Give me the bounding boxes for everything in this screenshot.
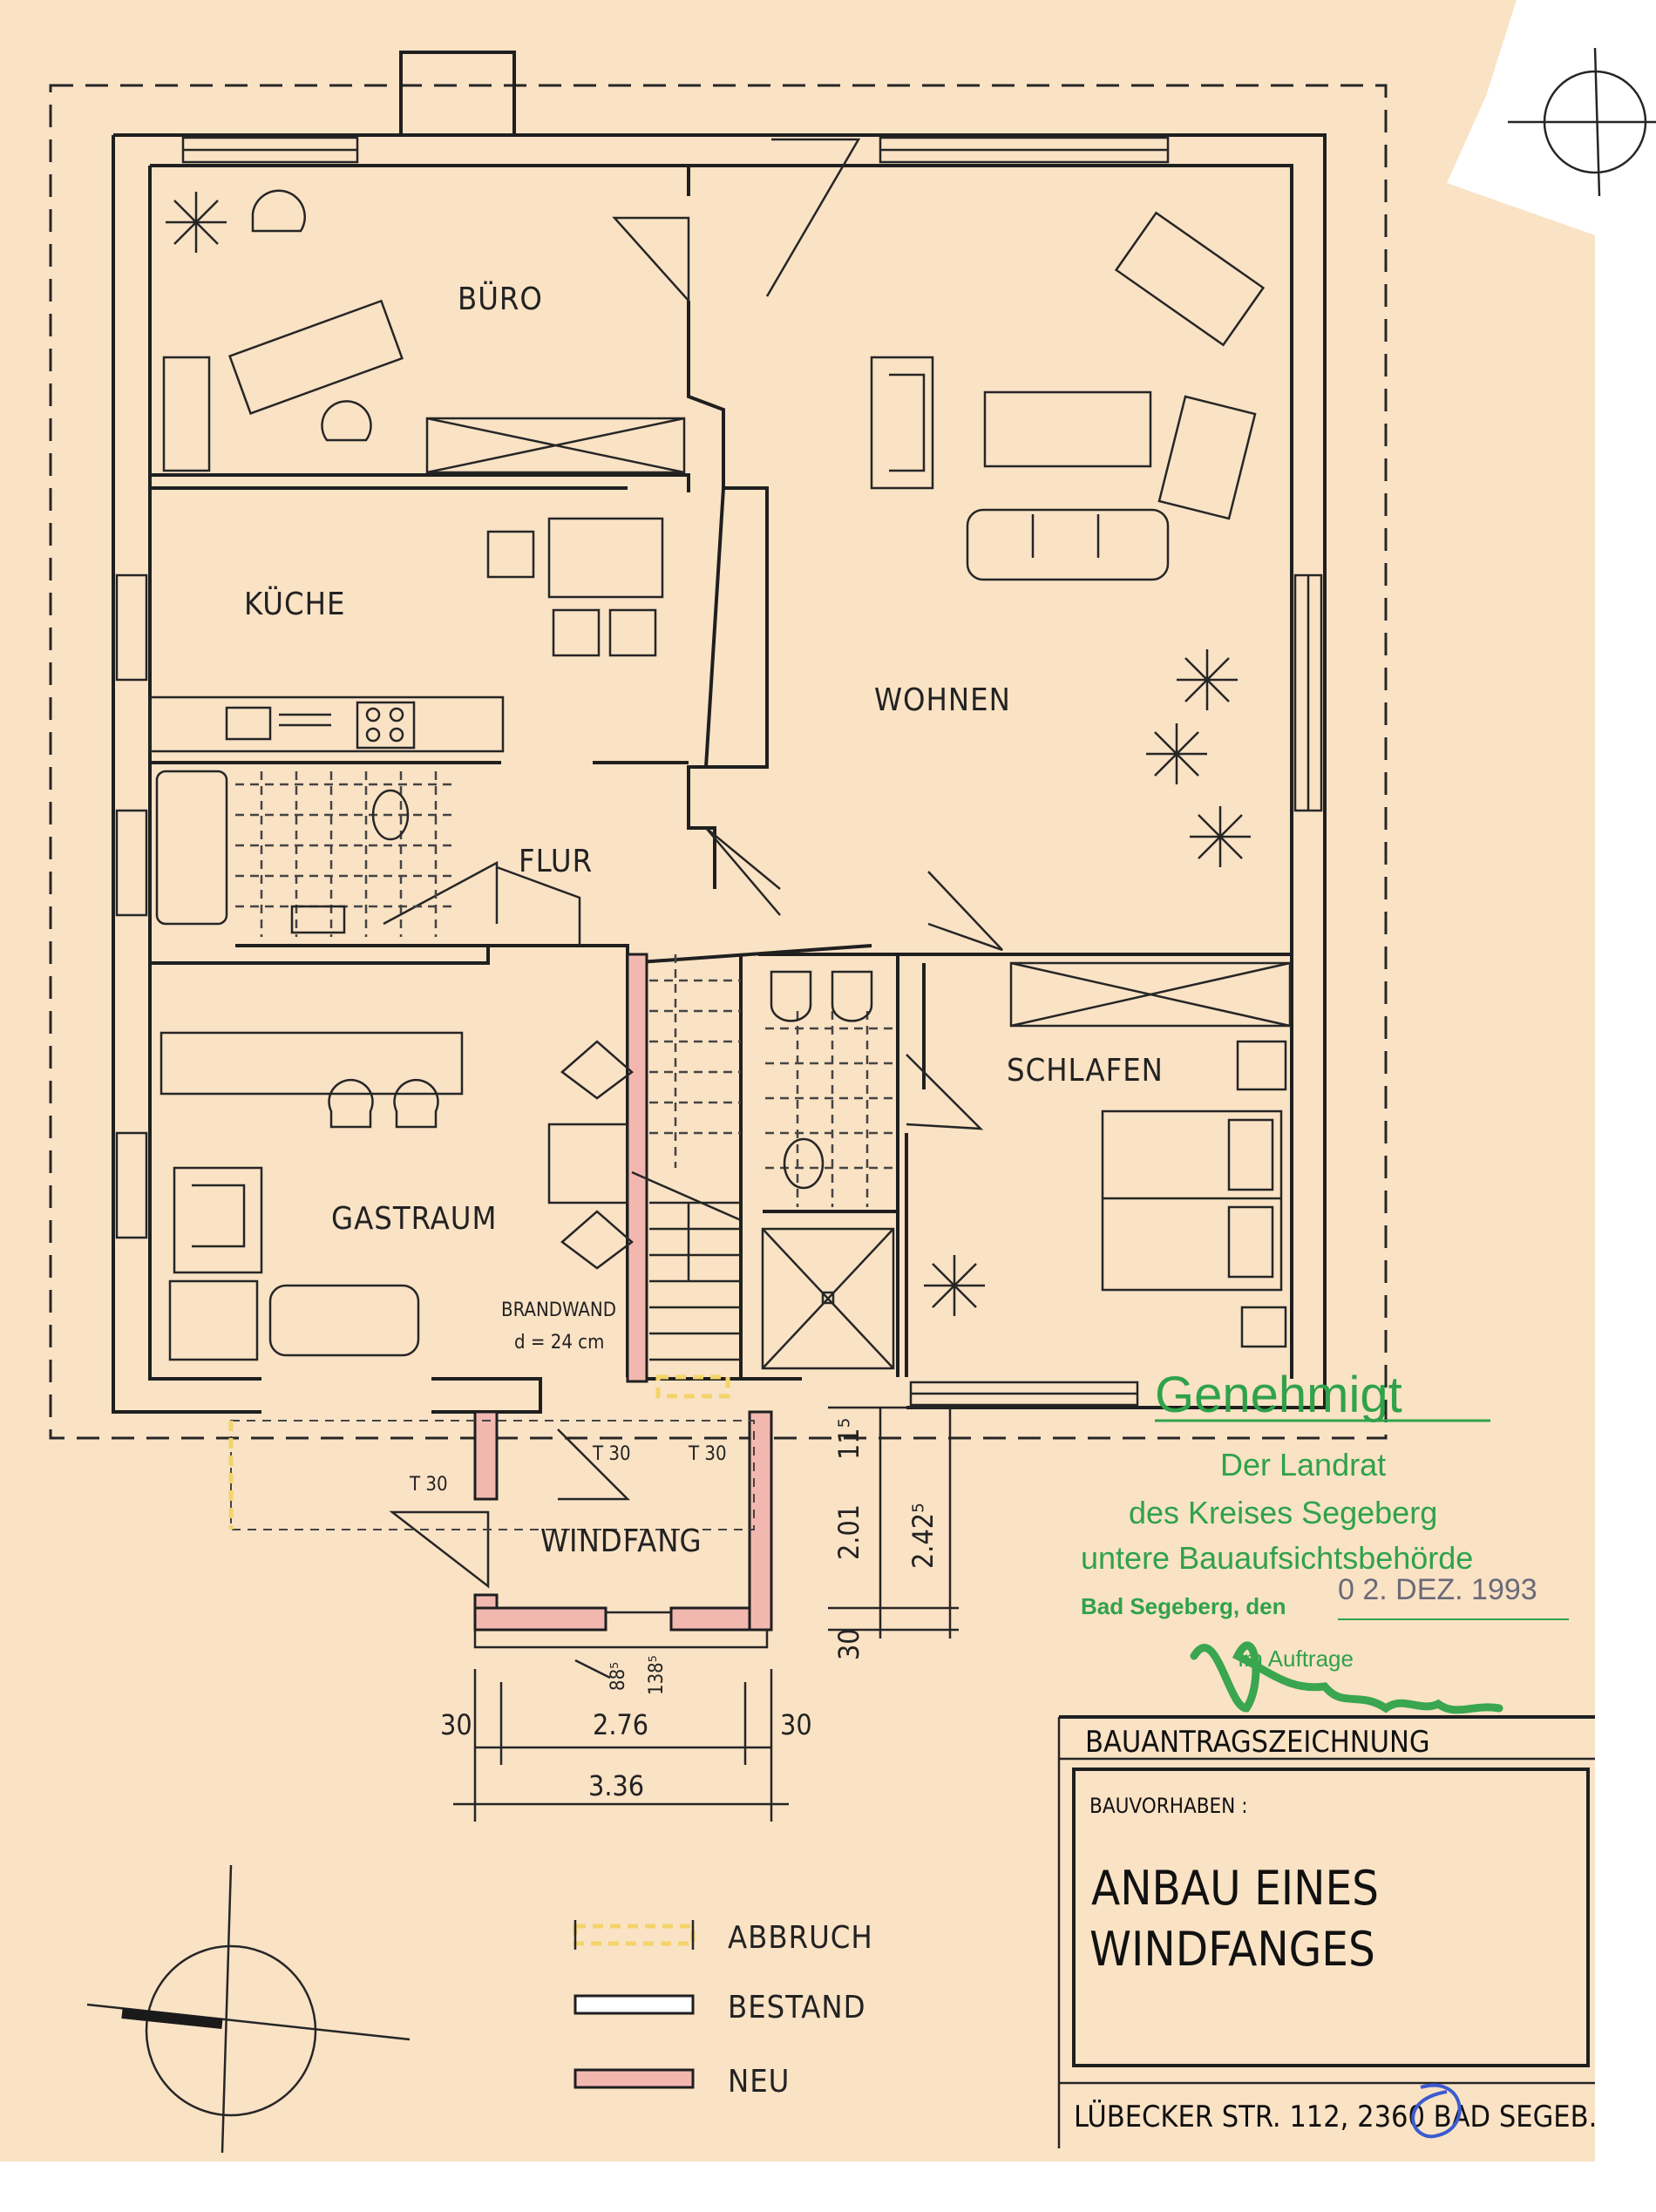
- legend: ABBRUCH BESTAND NEU: [573, 1920, 873, 2100]
- approval-stamp: Genehmigt Der Landrat des Kreises Segebe…: [1081, 1367, 1569, 1714]
- signature-graphic: [1190, 1641, 1503, 1714]
- dim-2425: 2.42⁵: [906, 1503, 940, 1569]
- dim-885: 88⁵: [607, 1662, 629, 1691]
- office-furniture: [162, 189, 686, 474]
- room-label-schlafen: SCHLAFEN: [1007, 1053, 1164, 1089]
- north-arrow-symbol: [86, 1864, 411, 2154]
- dim-30-left: 30: [440, 1708, 472, 1741]
- room-label-gastraum: GASTRAUM: [331, 1201, 497, 1237]
- legend-label-abbruch: ABBRUCH: [728, 1920, 873, 1956]
- dim-276: 2.76: [593, 1708, 648, 1741]
- titleblock-label: BAUVORHABEN :: [1089, 1794, 1247, 1818]
- stamp-title: Genehmigt: [1155, 1367, 1402, 1423]
- door-rating-left: T 30: [409, 1474, 448, 1496]
- room-label-windfang: WINDFANG: [540, 1523, 702, 1559]
- brandwand-thickness: d = 24 cm: [514, 1332, 604, 1354]
- stamp-line1: Der Landrat: [1220, 1447, 1386, 1483]
- legend-label-neu: NEU: [728, 2064, 790, 2100]
- door-rating-middle: T 30: [592, 1443, 631, 1465]
- windows: [115, 136, 1323, 1407]
- kitchen-furniture: [148, 517, 664, 753]
- legend-swatch-neu: [573, 2068, 695, 2089]
- room-label-kueche: KÜCHE: [244, 586, 345, 622]
- plant-symbols: [166, 192, 1251, 1316]
- torn-corner: [1447, 0, 1656, 253]
- stamp-date: 0 2. DEZ. 1993: [1338, 1573, 1537, 1606]
- stamp-place: Bad Segeberg, den: [1081, 1593, 1286, 1619]
- guestroom-furniture: [159, 1031, 634, 1361]
- stamp-line3: untere Bauaufsichtsbehörde: [1081, 1540, 1473, 1576]
- dim-201: 2.01: [832, 1504, 865, 1560]
- room-label-buero: BÜRO: [458, 281, 543, 317]
- doors: [383, 138, 1003, 1589]
- titleblock-project-line1: ANBAU EINES: [1091, 1861, 1379, 1916]
- titleblock-header: BAUANTRAGSZEICHNUNG: [1085, 1725, 1430, 1760]
- north-symbol-corner: [1508, 47, 1656, 197]
- room-label-flur: FLUR: [519, 844, 593, 879]
- bathroom-middle: [761, 970, 895, 1370]
- dim-1385: 138⁵: [646, 1655, 668, 1695]
- dim-115: 11⁵: [832, 1418, 865, 1460]
- paper-background: [0, 0, 1595, 2161]
- bathroom-left: [155, 770, 453, 937]
- interior-walls: [150, 166, 1290, 1377]
- living-furniture: [870, 211, 1266, 581]
- dim-30-vertical: 30: [832, 1628, 865, 1660]
- bedroom-furniture: [1009, 961, 1292, 1348]
- stamp-line2: des Kreises Segeberg: [1129, 1495, 1437, 1530]
- room-label-wohnen: WOHNEN: [874, 682, 1011, 718]
- dim-30-right: 30: [780, 1708, 812, 1741]
- titleblock-project-line2: WINDFANGES: [1089, 1922, 1375, 1977]
- windfang-new-walls: [228, 1410, 773, 1649]
- legend-swatch-bestand: [573, 1994, 695, 2015]
- door-rating-right: T 30: [688, 1443, 727, 1465]
- roof-outline-dashed: [49, 84, 1388, 1440]
- dim-336: 3.36: [588, 1769, 644, 1802]
- brandwand-label: BRANDWAND: [501, 1299, 616, 1321]
- chimney: [399, 51, 516, 135]
- legend-label-bestand: BESTAND: [728, 1990, 866, 2025]
- dimension-lines: [453, 1406, 959, 1822]
- titleblock-address: LÜBECKER STR. 112, 2360 BAD SEGEB.: [1074, 2099, 1597, 2134]
- title-block: BAUANTRAGSZEICHNUNG BAUVORHABEN : ANBAU …: [1057, 1715, 1597, 2148]
